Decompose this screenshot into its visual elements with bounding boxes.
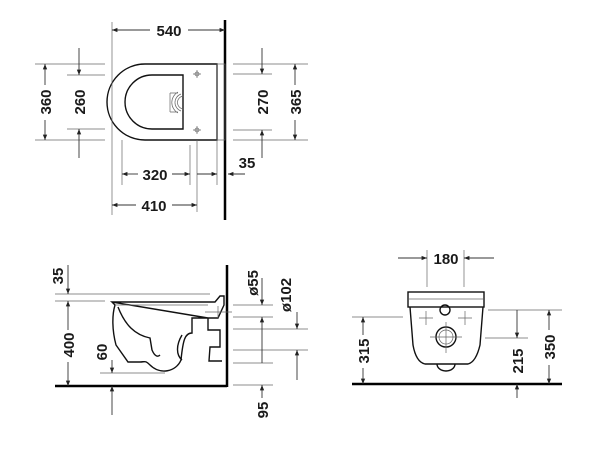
dim-35-top: 35: [239, 155, 256, 172]
dim-35-side: 35: [50, 268, 67, 285]
dim-360: 360: [38, 89, 55, 114]
dim-320: 320: [142, 167, 167, 184]
dim-540: 540: [156, 23, 181, 40]
bowl-inner: [117, 306, 183, 361]
bowl-opening: [124, 74, 184, 130]
dim-410: 410: [141, 198, 166, 215]
dim-180: 180: [433, 251, 458, 268]
flush-outlet: [169, 91, 185, 114]
outlet-spigot: [436, 363, 456, 372]
inlet-hole: [439, 304, 451, 316]
dim-270: 270: [255, 89, 272, 114]
dim-95: 95: [255, 402, 272, 419]
top-view: 540 360 260 270 365 320 35 410: [35, 20, 308, 220]
dim-215: 215: [510, 348, 527, 373]
dim-dia-102: ø102: [278, 278, 295, 312]
dim-60: 60: [94, 344, 111, 361]
seat-front: [407, 291, 485, 308]
dim-260: 260: [72, 89, 89, 114]
seat-hinge-bar: [216, 63, 226, 141]
side-view: 35 400 60 ø55 ø102 95: [50, 265, 308, 418]
front-view: 180 315 215 350: [352, 250, 562, 398]
seat-outline: [106, 63, 218, 141]
fixing-screws: [193, 70, 201, 134]
dim-dia-55: ø55: [245, 270, 262, 296]
bowl-profile: [109, 295, 225, 372]
bowl-front: [409, 306, 484, 365]
dim-365: 365: [288, 89, 305, 114]
dim-315: 315: [356, 338, 373, 363]
dim-400: 400: [61, 332, 78, 357]
dim-350: 350: [542, 334, 559, 359]
